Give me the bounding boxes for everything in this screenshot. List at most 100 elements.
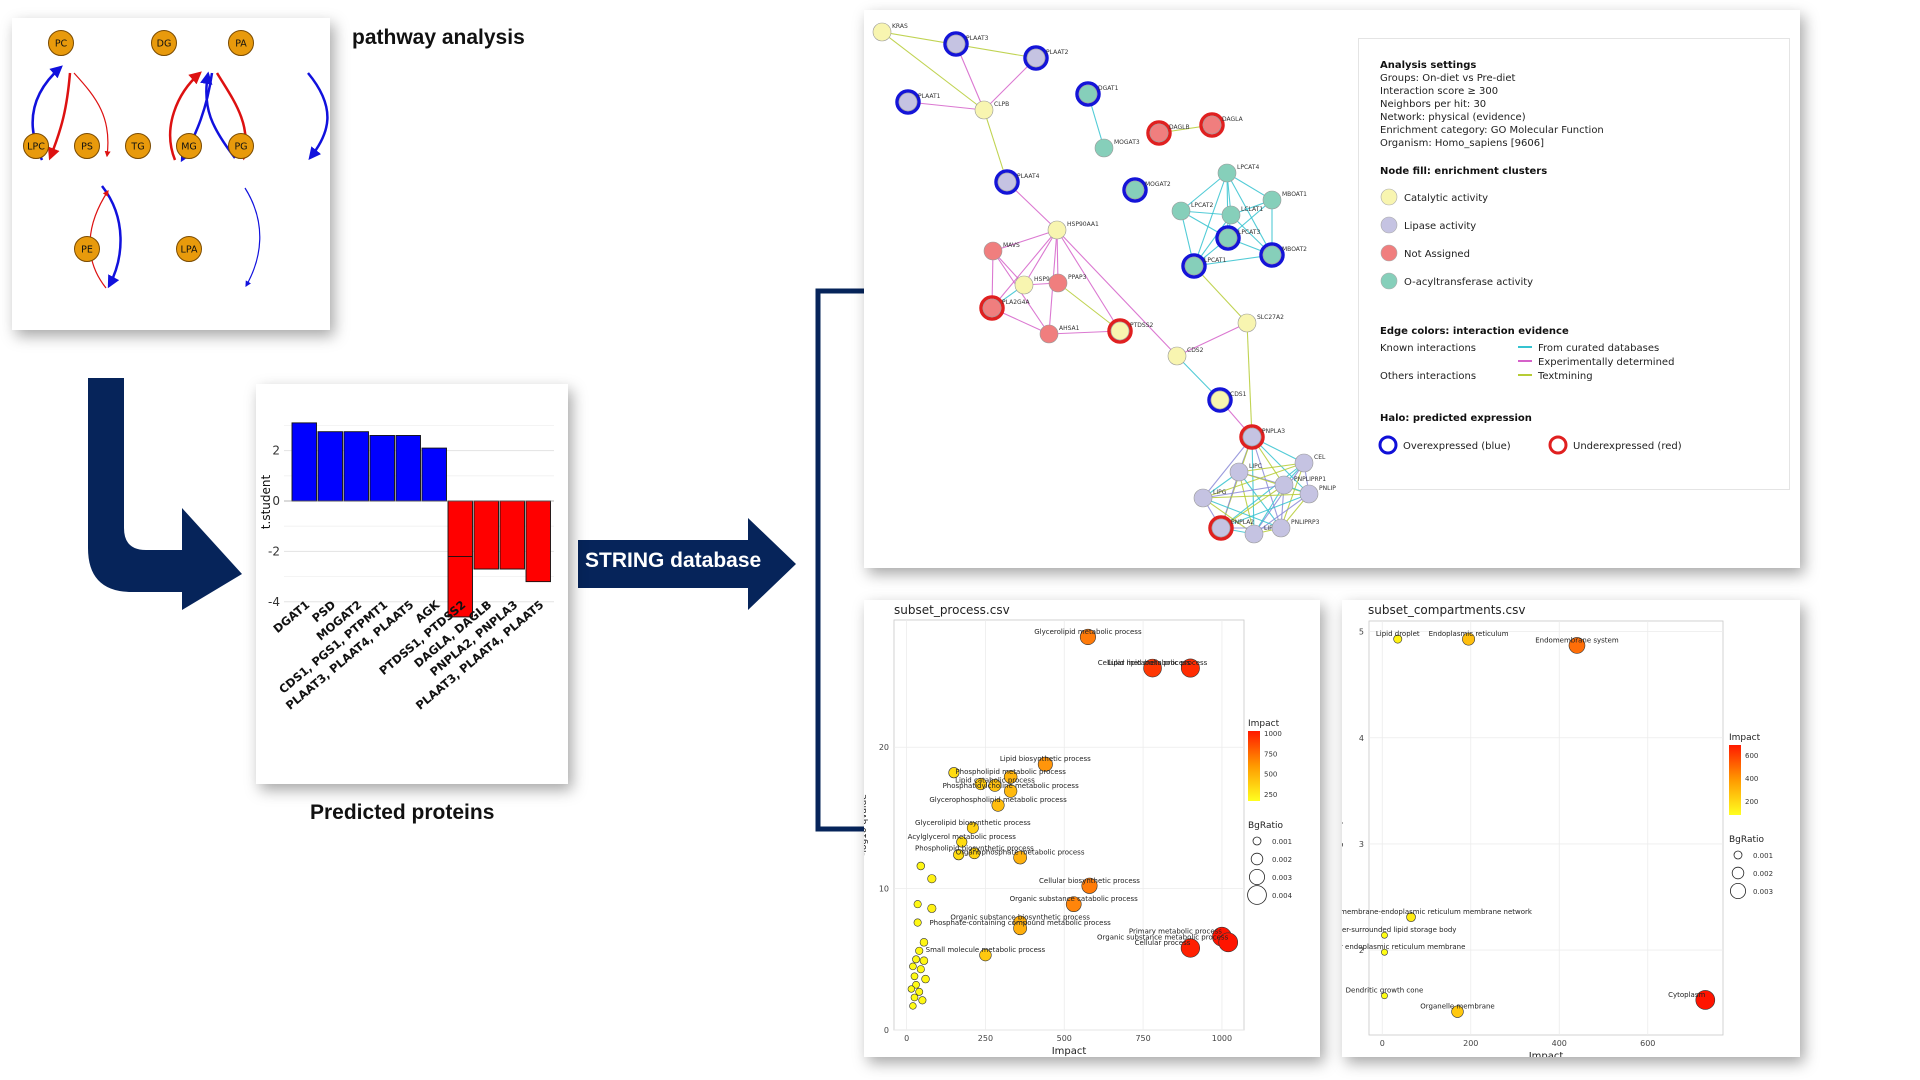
scatter-point bbox=[919, 938, 929, 947]
fill-legend-swatch bbox=[1380, 272, 1398, 290]
network-node bbox=[1262, 245, 1282, 265]
network-node bbox=[1221, 205, 1241, 225]
impact-colorbar bbox=[1729, 745, 1741, 815]
point-label: Small molecule metabolic process bbox=[926, 946, 1046, 954]
edge-legend-label: From curated databases bbox=[1538, 343, 1659, 354]
network-node-label: CLPB bbox=[994, 101, 1009, 108]
network-node bbox=[1244, 524, 1264, 544]
network-edge bbox=[1253, 462, 1305, 535]
network-node bbox=[997, 172, 1017, 192]
point-label: Cellular lipid metabolic process bbox=[1098, 659, 1208, 667]
point-label: Cellular process bbox=[1135, 939, 1191, 947]
network-node-label: HSP90AA1 bbox=[1067, 221, 1099, 228]
bgratio-legend-tick: 0.003 bbox=[1272, 874, 1292, 882]
pathway-node-label: MG bbox=[181, 142, 197, 153]
bar bbox=[421, 447, 447, 502]
bracket-connector bbox=[815, 288, 864, 832]
bgratio-legend-circle bbox=[1250, 852, 1264, 866]
impact-legend-tick: 600 bbox=[1745, 752, 1758, 760]
bar-tick-label: -4 bbox=[268, 595, 280, 609]
network-edge bbox=[1238, 471, 1282, 529]
impact-legend-tick: 400 bbox=[1745, 775, 1758, 783]
network-node-label: CEL bbox=[1314, 454, 1326, 461]
network-node-halo bbox=[1215, 225, 1241, 251]
network-node bbox=[1039, 324, 1059, 344]
scatter-point bbox=[1037, 756, 1053, 772]
x-tick-label: 400 bbox=[1552, 1039, 1567, 1048]
network-node-label: LPCAT1 bbox=[1204, 257, 1226, 264]
point-label: Glycerophospholipid metabolic process bbox=[929, 796, 1067, 804]
network-node bbox=[1271, 518, 1291, 538]
halo-legend-label: Overexpressed (blue) bbox=[1403, 441, 1511, 452]
pathway-node bbox=[74, 236, 100, 262]
scatter-point bbox=[1013, 921, 1028, 936]
point-label: Phospholipid metabolic process bbox=[955, 768, 1066, 776]
scatter-point bbox=[915, 946, 924, 955]
x-tick-label: 600 bbox=[1640, 1039, 1655, 1048]
scatter-point bbox=[953, 849, 965, 861]
scatter-point bbox=[966, 821, 979, 834]
point-label: Endomembrane system bbox=[1535, 636, 1619, 644]
bgratio-legend-tick: 0.002 bbox=[1272, 856, 1292, 864]
pathway-edge bbox=[168, 71, 202, 161]
fill-legend-title: Node fill: enrichment clusters bbox=[1380, 166, 1547, 177]
network-node bbox=[1047, 220, 1067, 240]
y-axis-label: -log10 qvalue bbox=[1342, 797, 1344, 859]
scatter-point bbox=[927, 903, 937, 913]
network-edge bbox=[1220, 493, 1310, 529]
scatter-point bbox=[918, 996, 927, 1005]
edge-legend-label: Experimentally determined bbox=[1538, 357, 1674, 368]
bar bbox=[291, 422, 317, 502]
y-tick-label: 20 bbox=[879, 743, 889, 752]
scatter-point bbox=[1143, 658, 1162, 678]
network-node bbox=[1299, 484, 1319, 504]
settings-line: Network: physical (evidence) bbox=[1380, 112, 1526, 123]
bgratio-legend-title: BgRatio bbox=[1248, 821, 1283, 831]
settings-line: Groups: On-diet vs Pre-diet bbox=[1380, 73, 1515, 84]
network-node-label: MOGAT3 bbox=[1114, 139, 1140, 146]
network-node-halo bbox=[1107, 318, 1133, 344]
scatter-point bbox=[913, 918, 922, 927]
bgratio-legend-circle bbox=[1729, 882, 1746, 899]
network-node bbox=[1048, 273, 1068, 293]
point-label: Cytoplasm bbox=[1668, 991, 1705, 999]
point-label: Organic substance catabolic process bbox=[1010, 895, 1139, 903]
scatter-point bbox=[1013, 850, 1027, 865]
network-node-halo bbox=[1199, 112, 1225, 138]
point-label: Perinuclear endoplasmic reticulum membra… bbox=[1342, 943, 1465, 951]
point-label: Phosphatidylcholine metabolic process bbox=[943, 782, 1080, 790]
scatter-point bbox=[927, 874, 937, 884]
flow-arrow-right bbox=[578, 518, 796, 610]
network-node-label: DAGLA bbox=[1222, 116, 1244, 123]
scatter-point bbox=[1381, 992, 1388, 1000]
network-edge bbox=[1238, 462, 1305, 473]
other-interactions-label: Others interactions bbox=[1380, 371, 1476, 382]
pathway-edge bbox=[101, 185, 122, 289]
network-edge bbox=[881, 31, 985, 111]
network-node-halo bbox=[1122, 177, 1148, 203]
network-edge bbox=[1193, 172, 1228, 267]
scatter-point bbox=[974, 777, 987, 791]
predicted-proteins-title: Predicted proteins bbox=[310, 801, 495, 824]
point-label: Organophosphate metabolic process bbox=[956, 849, 1085, 857]
network-node bbox=[974, 100, 994, 120]
network-node bbox=[1125, 180, 1145, 200]
network-node-label: PLAAT4 bbox=[1017, 173, 1040, 180]
scatter-point bbox=[1381, 948, 1388, 956]
network-edge bbox=[991, 229, 1058, 309]
point-label: Monolayer-surrounded lipid storage body bbox=[1342, 926, 1456, 934]
network-edge bbox=[1056, 229, 1178, 357]
x-tick-label: 750 bbox=[1135, 1034, 1150, 1043]
network-node-halo bbox=[1146, 120, 1172, 146]
network-node-label: MBOAT2 bbox=[1282, 246, 1307, 253]
scatter-point bbox=[912, 955, 920, 964]
network-node-label: PLAAT3 bbox=[966, 35, 989, 42]
scatter-point bbox=[907, 985, 915, 993]
network-node-label: PLAAT2 bbox=[1046, 49, 1069, 56]
bar-tick-label: -2 bbox=[268, 544, 280, 558]
network-node bbox=[1229, 462, 1249, 482]
network-edge bbox=[1251, 436, 1282, 529]
bgratio-legend-circle bbox=[1248, 868, 1265, 885]
